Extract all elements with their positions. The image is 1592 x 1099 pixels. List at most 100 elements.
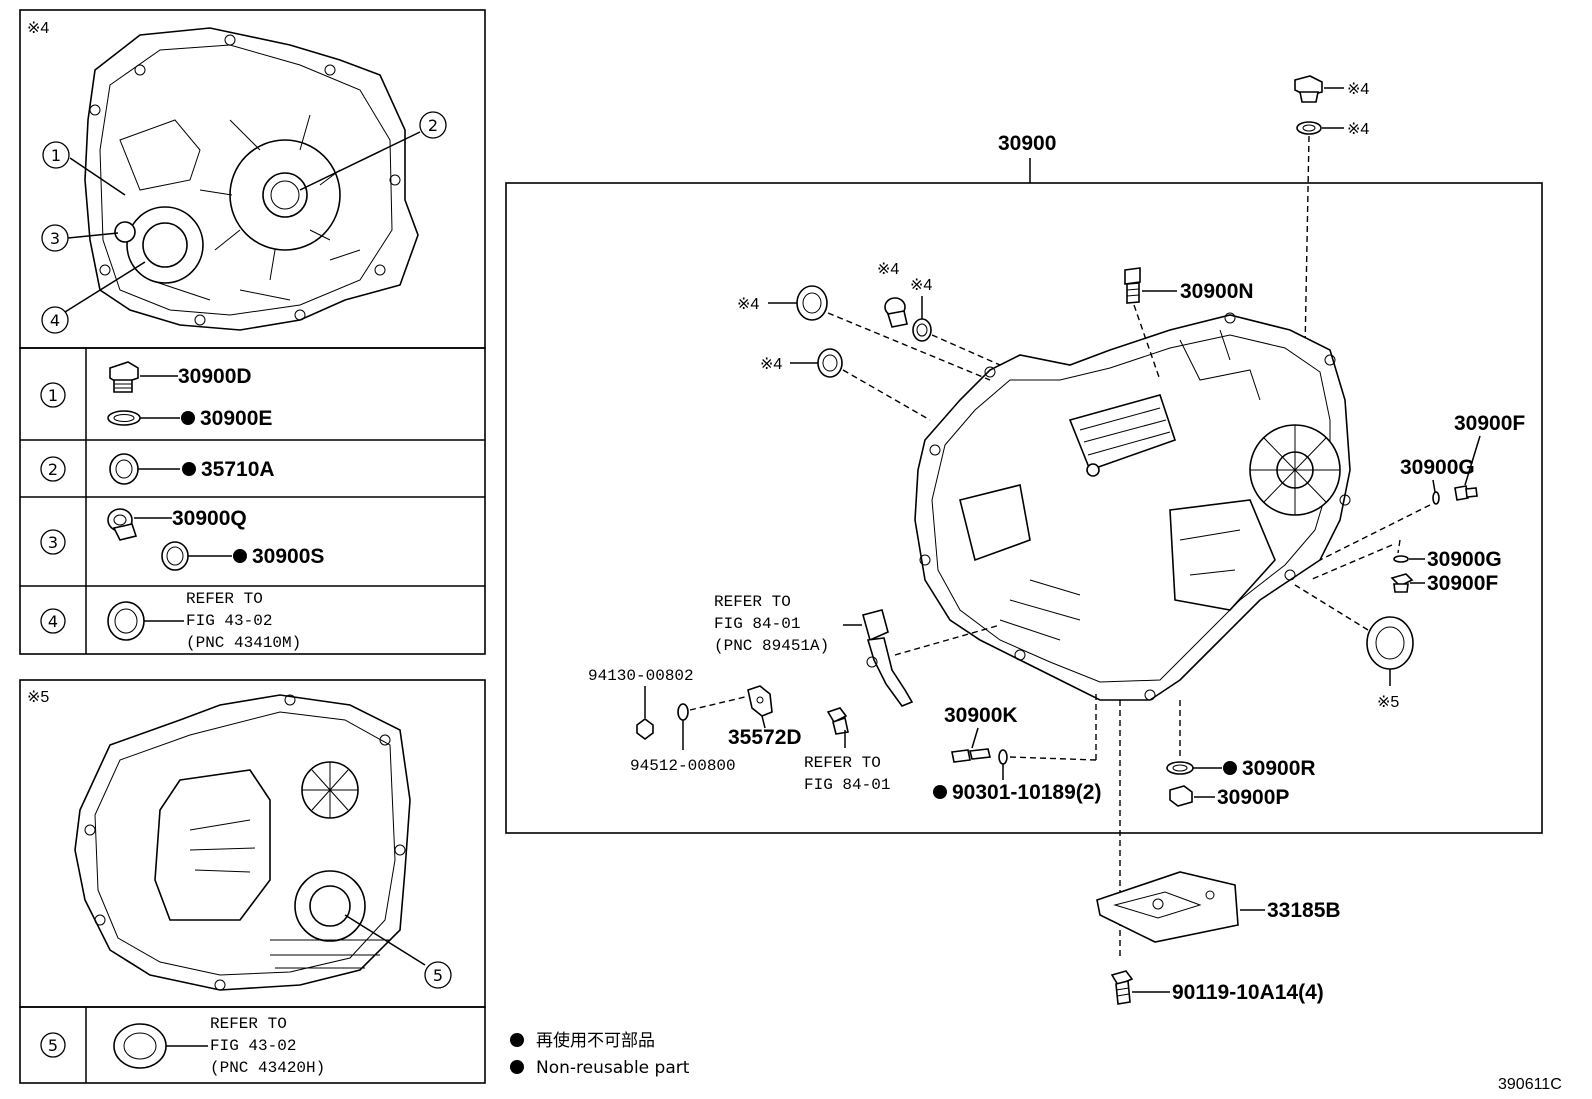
o-ring-small-icon <box>912 318 932 342</box>
note4-mark-o-ring: ※4 <box>910 277 932 294</box>
row-5-number <box>40 1032 66 1058</box>
row-3-number-text: 3 <box>48 533 58 552</box>
bolt-f-mid-label: 30900F <box>1427 572 1498 595</box>
legend: 再使用不可部品 Non-reusable part <box>510 1030 690 1078</box>
callout-4-text: 4 <box>50 311 60 330</box>
note4-mark-seal-2: ※4 <box>760 356 782 373</box>
gasket-g-icon <box>1393 555 1409 563</box>
transmission-assembly-drawing <box>914 312 1351 701</box>
non-reusable-dot-icon <box>182 462 196 476</box>
bolt-refer-line1: REFER TO <box>804 754 881 772</box>
row-3-part-b: 30900S <box>252 545 324 568</box>
filler-plug-icon <box>1294 75 1323 103</box>
non-reusable-dot-icon <box>933 785 947 799</box>
sensor-refer-line1: REFER TO <box>714 593 791 611</box>
row-5-refer-line2: FIG 43-02 <box>210 1037 296 1055</box>
row-3-part-a: 30900Q <box>172 507 247 530</box>
plug-icon <box>107 508 138 541</box>
bracket-label: 35572D <box>728 726 802 749</box>
washer-label: 94512-00800 <box>630 757 736 775</box>
gasket-g-mid-label: 30900G <box>1427 548 1502 571</box>
note4-mark-plug-small: ※4 <box>877 261 899 278</box>
gasket-r-icon <box>1166 761 1194 775</box>
bolt-f-mid-icon <box>1390 573 1414 593</box>
mount-bolt-icon <box>1110 970 1134 1005</box>
note4-mark-washer: ※4 <box>1347 121 1369 138</box>
seal-ring-small-icon <box>817 348 843 378</box>
note4-mark-plug: ※4 <box>1347 81 1369 98</box>
row-2-number-text: 2 <box>48 460 58 479</box>
bracket-icon <box>747 685 773 717</box>
row-4-number <box>40 608 66 634</box>
non-reusable-dot-icon <box>233 549 247 563</box>
sensor-refer-line3: (PNC 89451A) <box>714 637 829 655</box>
row-2-part-a: 35710A <box>201 458 275 481</box>
note5-mark-seal: ※5 <box>1377 694 1399 711</box>
nut-label: 94130-00802 <box>588 667 694 685</box>
breather-plug-label: 30900N <box>1180 280 1254 303</box>
legend-line-2: Non-reusable part <box>536 1058 690 1078</box>
sensor-refer-line2: FIG 84-01 <box>714 615 800 633</box>
callout-5-text: 5 <box>433 966 443 985</box>
mount-bolt-label: 90119-10A14(4) <box>1172 981 1324 1004</box>
seal-ring-icon <box>107 601 145 641</box>
gasket-g-top-label: 30900G <box>1400 456 1475 479</box>
gasket-icon <box>107 410 141 426</box>
non-reusable-dot-icon <box>1223 761 1237 775</box>
bolt-f-icon <box>1454 485 1478 501</box>
row-1-number <box>40 382 66 408</box>
nut-icon <box>636 718 654 740</box>
mount-bracket-icon <box>1096 871 1239 943</box>
row-5-refer-line1: REFER TO <box>210 1015 287 1033</box>
callout-2 <box>419 111 447 139</box>
nipple-label: 30900K <box>944 704 1018 727</box>
left-bottom-panel: ※5 5 <box>19 679 486 1008</box>
row-1-number-text: 1 <box>48 386 58 405</box>
gasket-small-icon <box>1432 491 1440 505</box>
callout-5 <box>424 961 452 989</box>
mount-bracket-group: 33185B 90119-10A14(4) <box>1096 700 1341 1005</box>
main-assembly-group: 30900 ※4 ※4 <box>505 75 1543 834</box>
left-top-panel: ※4 1 2 3 <box>19 9 486 349</box>
non-reusable-dot-icon <box>181 411 195 425</box>
left-bottom-parts-table: 5 REFER TO FIG 43-02 (PNC 43420H) <box>19 1006 486 1084</box>
assembly-part-number: 30900 <box>998 132 1056 155</box>
callout-2-text: 2 <box>428 116 438 135</box>
o-ring-icon <box>161 541 189 571</box>
assembly-frame <box>505 182 1543 834</box>
oil-seal-icon <box>109 453 139 485</box>
washer-small-icon <box>677 703 689 721</box>
row-1-part-b: 30900E <box>200 407 272 430</box>
seal-ring-large-icon <box>796 285 828 321</box>
seal-right-icon <box>1366 616 1414 670</box>
row-4-refer-line3: (PNC 43410M) <box>186 634 301 652</box>
drain-plug-p-icon <box>1169 785 1193 807</box>
o-ring-k-icon <box>998 749 1008 765</box>
washer-icon <box>1296 121 1322 135</box>
left-top-parts-table: 1 30900D 30900E 2 35710A 3 3 <box>19 347 486 655</box>
drain-plug-icon <box>109 361 139 393</box>
note5-mark-left-panel: ※5 <box>27 689 49 706</box>
transmission-front-view-drawing <box>84 27 419 331</box>
row-1-part-a: 30900D <box>178 365 252 388</box>
legend-dot-icon <box>510 1060 524 1074</box>
row-5-refer-line3: (PNC 43420H) <box>210 1059 325 1077</box>
breather-plug-icon <box>1124 267 1141 304</box>
row-4-refer-line2: FIG 43-02 <box>186 612 272 630</box>
row-5-number-text: 5 <box>48 1036 58 1055</box>
callout-3-text: 3 <box>50 229 60 248</box>
nipple-washer-label: 90301-10189(2) <box>952 781 1101 804</box>
gasket-r-label: 30900R <box>1242 757 1316 780</box>
note4-mark-seal-1: ※4 <box>737 296 759 313</box>
plug-f-top-label: 30900F <box>1454 412 1525 435</box>
callout-3 <box>41 224 69 252</box>
row-4-number-text: 4 <box>48 612 58 631</box>
row-2-number <box>40 456 66 482</box>
legend-line-1: 再使用不可部品 <box>536 1030 655 1051</box>
legend-dot-icon <box>510 1033 524 1047</box>
transmission-rear-view-drawing <box>74 694 411 991</box>
row-4-refer-line1: REFER TO <box>186 590 263 608</box>
drain-plug-p-label: 30900P <box>1217 786 1289 809</box>
bolt-refer-line2: FIG 84-01 <box>804 776 890 794</box>
